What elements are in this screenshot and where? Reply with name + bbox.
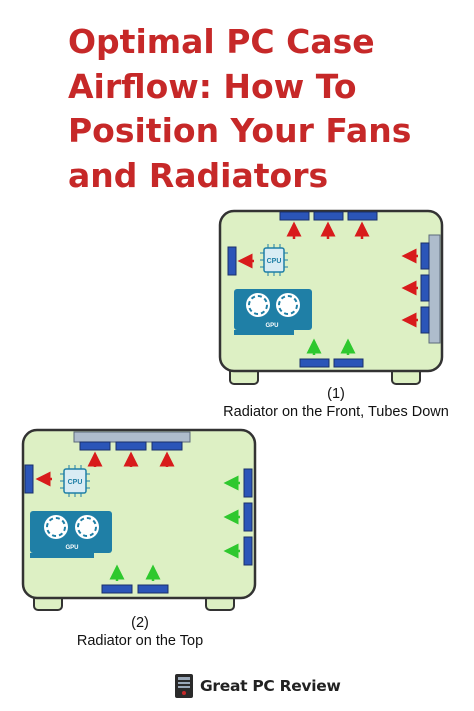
fan-top xyxy=(79,441,111,451)
fan-top xyxy=(347,211,378,221)
pc-tower-icon xyxy=(175,674,193,698)
fan-rear xyxy=(227,246,237,276)
title-line: Airflow: How To xyxy=(68,66,357,106)
cpu-label: CPU xyxy=(267,258,282,265)
diagram-front-radiator: CPU GPU xyxy=(218,209,444,385)
title-line: Position Your Fans xyxy=(68,111,412,150)
diagram-top-radiator: CPU GPU xyxy=(21,428,257,611)
fan-top xyxy=(313,211,344,221)
fan-bottom xyxy=(333,358,364,368)
diagram2-caption-text: Radiator on the Top xyxy=(76,633,204,649)
fan-front xyxy=(243,536,253,566)
fan-front xyxy=(420,306,430,334)
diagram2-number: (2) xyxy=(131,615,149,631)
fan-top xyxy=(115,441,147,451)
title-line: Optimal PC Case xyxy=(68,22,375,61)
diagram1-caption-text: Radiator on the Front, Tubes Down xyxy=(223,404,449,420)
fan-top xyxy=(151,441,183,451)
fan-rear xyxy=(24,464,34,494)
fan-bottom xyxy=(137,584,169,594)
title-line: and Radiators xyxy=(68,155,329,195)
diagram2-caption: (2) Radiator on the Top xyxy=(40,614,240,650)
radiator-top xyxy=(73,431,191,443)
brand-logo: Great PC Review xyxy=(174,672,341,700)
radiator-front xyxy=(428,234,441,344)
gpu-label: GPU xyxy=(265,323,278,329)
gpu-label: GPU xyxy=(65,545,78,551)
brand-name: Great PC Review xyxy=(200,677,341,695)
cpu-label: CPU xyxy=(68,479,83,486)
fan-front xyxy=(243,468,253,498)
fan-front xyxy=(420,242,430,270)
fan-front xyxy=(420,274,430,302)
diagram1-number: (1) xyxy=(327,386,345,402)
fan-bottom xyxy=(101,584,133,594)
fan-top xyxy=(279,211,310,221)
page-title: Optimal PC Case Airflow: How To Position… xyxy=(68,20,468,198)
fan-front xyxy=(243,502,253,532)
diagram1-caption: (1) Radiator on the Front, Tubes Down xyxy=(218,385,454,421)
fan-bottom xyxy=(299,358,330,368)
